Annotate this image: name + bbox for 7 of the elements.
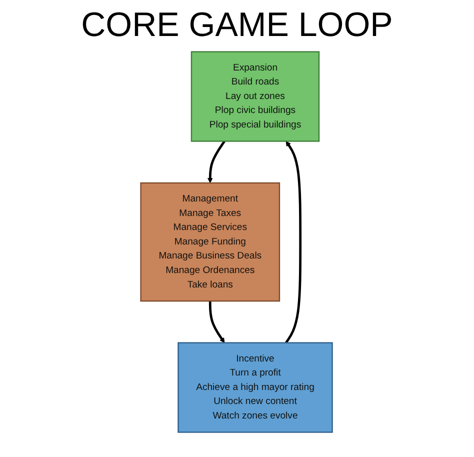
arrow [208,140,226,184]
arrow [285,140,302,344]
arrow [209,301,226,344]
diagram-title: CORE GAME LOOP [80,6,394,45]
node-box: Management Manage Taxes Manage Services Manage Funding Manage Business Deals Manage Ordenances Take loans [140,182,281,302]
node-box: Incentive Turn a profit Achieve a high mayor rating Unlock new content Watch zones evolve [178,342,334,433]
node-box: Expansion Build roads Lay out zones Plop civic buildings Plop special buildings [191,51,320,142]
